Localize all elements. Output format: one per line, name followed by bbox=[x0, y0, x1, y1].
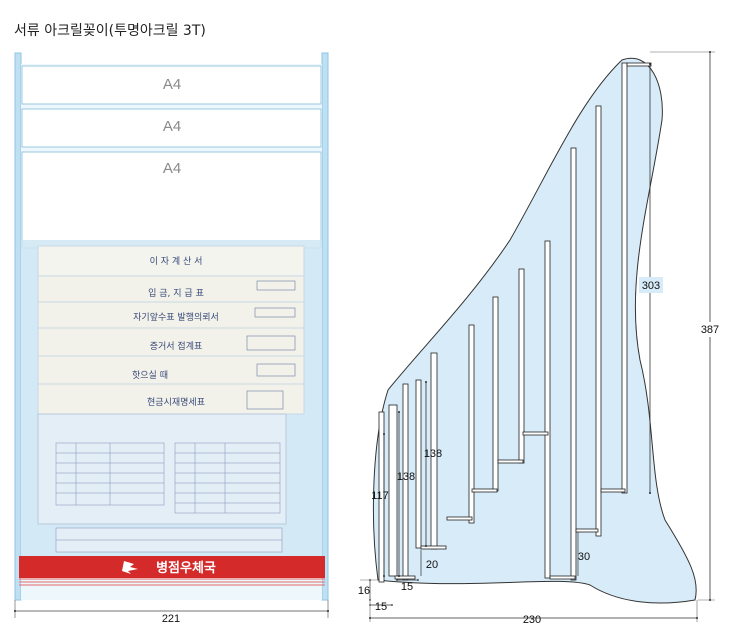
a4-label-1: A4 bbox=[163, 76, 181, 93]
dim-label-16: 16 bbox=[358, 585, 370, 597]
document-form-5 bbox=[37, 355, 305, 385]
document-form-4 bbox=[37, 327, 305, 357]
post-office-logo-icon bbox=[122, 561, 138, 574]
a4-sheet-2 bbox=[21, 108, 322, 148]
ledger-form bbox=[37, 413, 287, 525]
side-view: 303 387 138 138 117 20 30 15 16 15 bbox=[358, 51, 722, 626]
dim-label-138-lower: 138 bbox=[397, 471, 415, 483]
dim-label-138-upper: 138 bbox=[424, 448, 442, 460]
dim-label-303: 303 bbox=[642, 280, 660, 292]
width-dimension-label: 221 bbox=[162, 613, 180, 625]
document-title-6: 현금시재명세표 bbox=[147, 397, 205, 408]
a4-label-2: A4 bbox=[163, 118, 181, 135]
side-acrylic-silhouette bbox=[372, 57, 697, 604]
dim-label-20: 20 bbox=[426, 559, 438, 571]
stamp-box-2 bbox=[256, 280, 296, 291]
dim-label-117: 117 bbox=[371, 490, 389, 502]
front-view: A4 A4 A4 이 자 계 산 서 입 금, 지 급 표 자기앞수표 발행의뢰… bbox=[14, 52, 329, 625]
a4-sheet-1 bbox=[21, 65, 322, 105]
stamp-box-3 bbox=[254, 307, 296, 318]
side-shelves bbox=[378, 62, 652, 583]
stamp-box-5 bbox=[256, 363, 296, 377]
stamp-box-4 bbox=[246, 335, 296, 351]
left-post bbox=[14, 52, 22, 601]
red-banner bbox=[19, 556, 325, 578]
dim-label-15-lower: 15 bbox=[375, 601, 387, 613]
dim-label-15-upper: 15 bbox=[401, 581, 413, 593]
document-title-3: 자기앞수표 발행의뢰서 bbox=[133, 311, 219, 323]
document-form-3 bbox=[37, 301, 305, 329]
a4-label-3: A4 bbox=[163, 160, 181, 177]
dim-label-387: 387 bbox=[701, 324, 719, 336]
document-title-2: 입 금, 지 급 표 bbox=[148, 287, 204, 299]
document-title-5: 핫으실 때 bbox=[132, 370, 168, 381]
document-form-1 bbox=[37, 245, 305, 277]
dim-label-30: 30 bbox=[578, 551, 590, 563]
right-post bbox=[321, 52, 329, 601]
document-title-1: 이 자 계 산 서 bbox=[150, 255, 203, 267]
document-title-4: 증거서 접계표 bbox=[150, 340, 203, 352]
stamp-box-6 bbox=[246, 390, 284, 410]
banner-text: 병점우체국 bbox=[156, 560, 216, 576]
document-form-2 bbox=[37, 275, 305, 303]
ledger-grid bbox=[55, 442, 281, 514]
page-title: 서류 아크릴꽂이(투명아크릴 3T) bbox=[14, 23, 206, 39]
dim-label-230: 230 bbox=[523, 614, 541, 626]
